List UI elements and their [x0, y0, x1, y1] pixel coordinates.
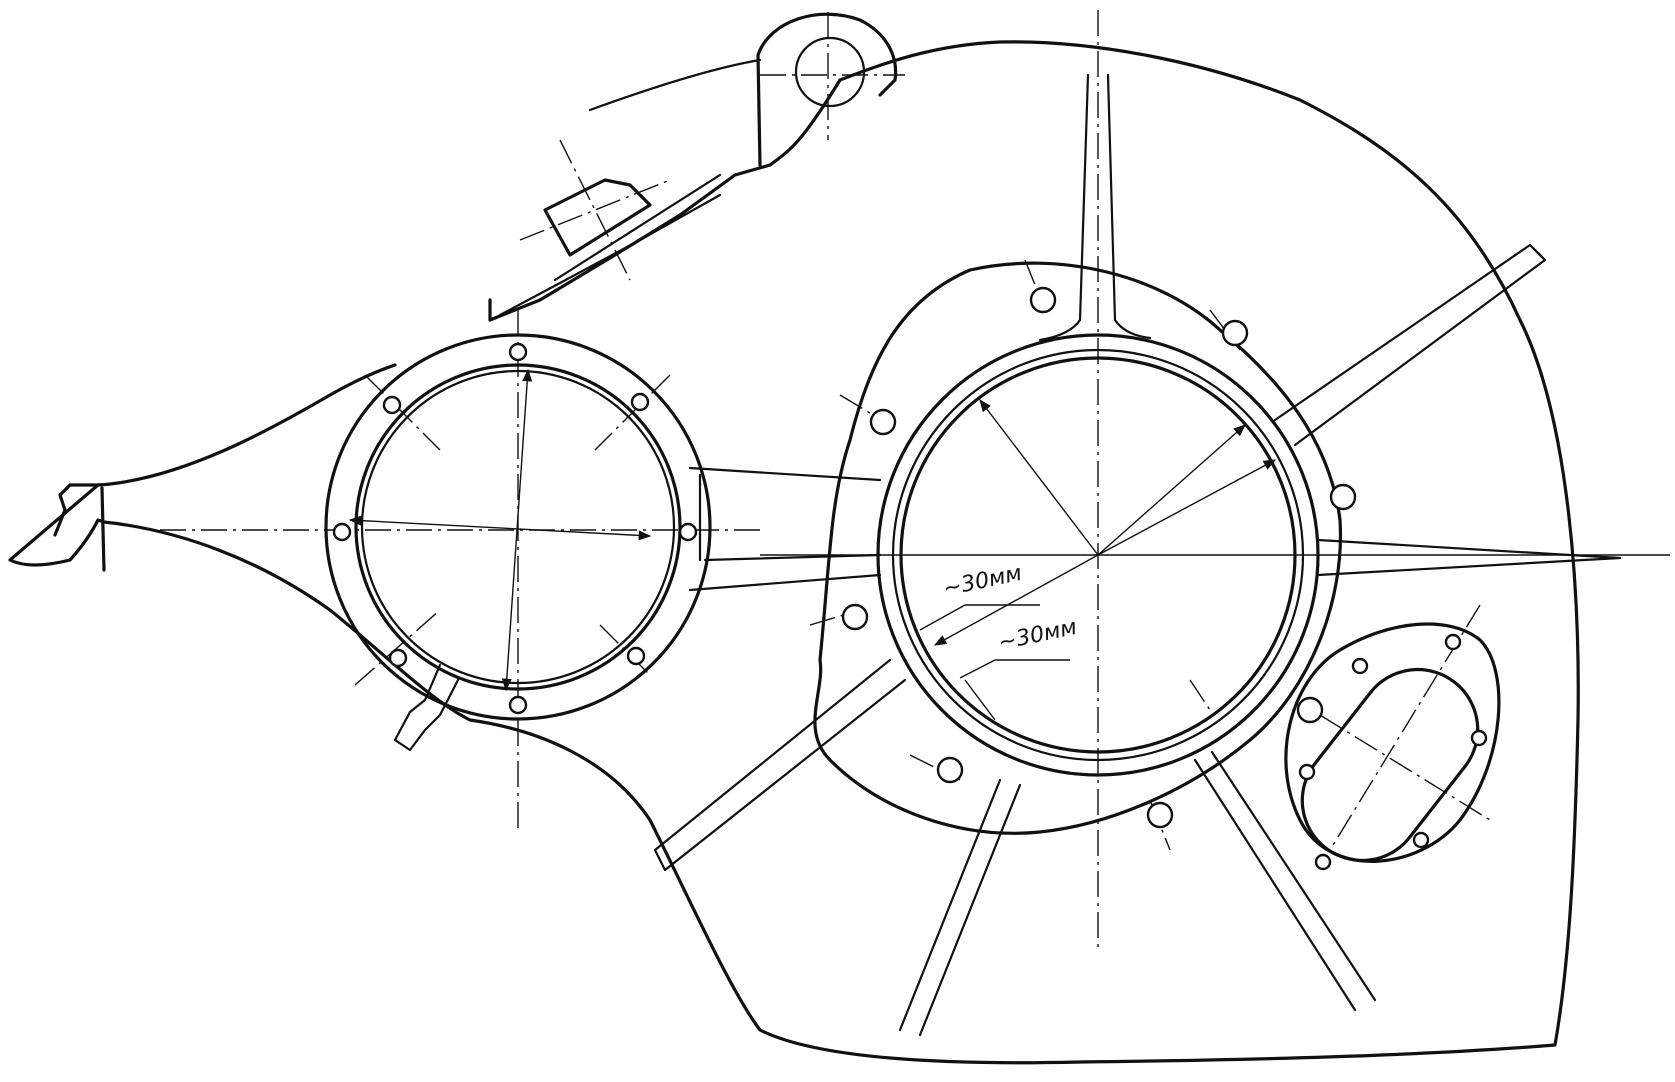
bolt-hole [1329, 483, 1357, 511]
bolt-hole [508, 342, 528, 362]
bolt-holes [332, 286, 1488, 871]
bolt-hole [382, 395, 402, 415]
bolt-hole [1146, 801, 1174, 829]
stiffening-ribs [653, 73, 1622, 1037]
bolt-hole [388, 648, 408, 668]
bolt-hole [1029, 286, 1057, 314]
bolt-hole [1351, 657, 1369, 675]
bolt-hole [869, 408, 897, 436]
bolt-hole [1298, 763, 1316, 781]
bolt-hole [508, 695, 528, 715]
inspection-hatch [1284, 604, 1501, 863]
housing-outline [8, 40, 1580, 1065]
bolt-hole [841, 603, 869, 631]
rib-thickness-label-lower: ~30мм [996, 615, 1079, 656]
bolt-hole [1296, 696, 1324, 724]
bolt-hole [1470, 729, 1488, 747]
bolt-hole [1221, 319, 1249, 347]
bolt-hole [1314, 853, 1332, 871]
small-bearing-flange [160, 310, 760, 830]
bolt-hole [1412, 831, 1430, 849]
bolt-hole [1444, 633, 1462, 651]
bolt-hole [936, 756, 964, 784]
breather-boss [519, 139, 671, 281]
bolt-hole [332, 522, 352, 542]
large-bearing-flange [760, 10, 1670, 950]
rib-thickness-label-upper: ~30мм [941, 561, 1024, 602]
bolt-hole [678, 522, 698, 542]
bolt-hole [626, 646, 646, 666]
lifting-lug [756, 12, 905, 167]
bolt-hole [630, 392, 650, 412]
